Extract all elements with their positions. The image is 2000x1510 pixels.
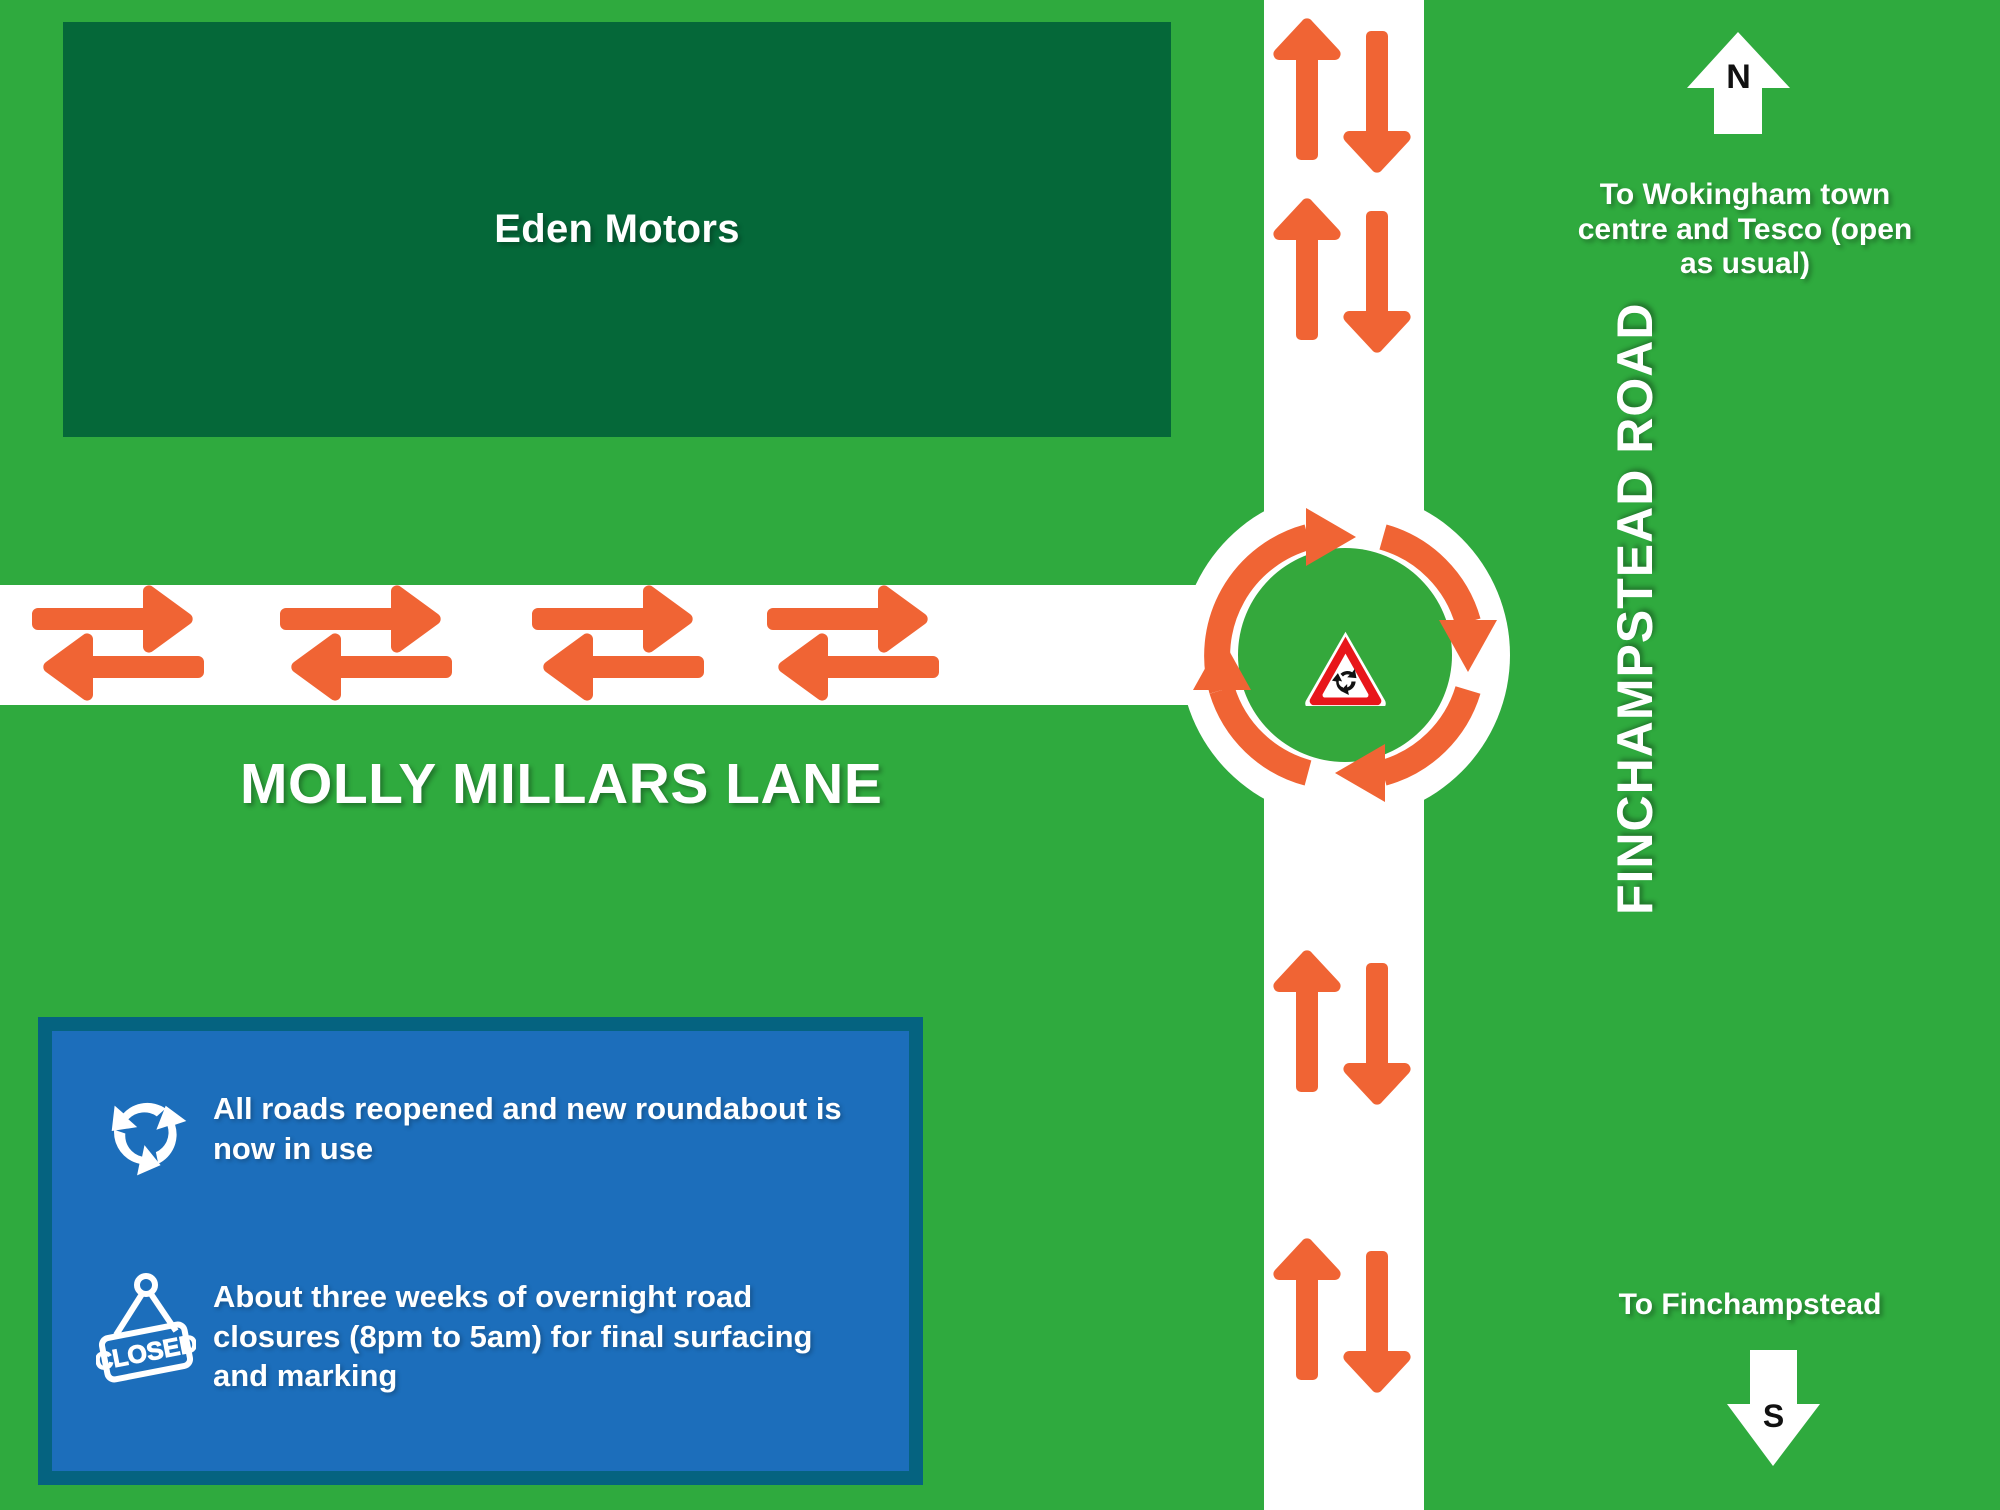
traffic-arrows-vertical-north-top <box>1273 18 1411 173</box>
traffic-arrows-vertical-south-lower <box>1273 1238 1411 1393</box>
closed-sign-icon: CLOSED <box>88 1273 203 1383</box>
roundabout-circulation-icon <box>88 1085 203 1183</box>
compass-north-letter: N <box>1726 58 1751 96</box>
traffic-arrows-horizontal <box>32 585 939 701</box>
building-label: Eden Motors <box>494 207 740 251</box>
traffic-arrows-vertical-south-upper <box>1273 950 1411 1105</box>
compass-south-arrow: S <box>1726 1348 1821 1468</box>
compass-south-letter: S <box>1762 1398 1785 1434</box>
road-label-molly-millars: MOLLY MILLARS LANE <box>240 752 883 816</box>
info-panel: All roads reopened and new roundabout is… <box>38 1017 923 1485</box>
roundabout-circulation-arrows <box>1193 508 1497 802</box>
compass-north-arrow: N <box>1686 30 1791 135</box>
roundabout-warning-sign-icon <box>1305 631 1386 706</box>
info-item: All roads reopened and new roundabout is… <box>88 1085 858 1183</box>
info-item-text: About three weeks of overnight road clos… <box>213 1279 813 1394</box>
info-item-text: All roads reopened and new roundabout is… <box>213 1091 842 1166</box>
building-eden-motors: Eden Motors <box>63 22 1171 437</box>
road-label-finchampstead: FINCHAMPSTEAD ROAD <box>1607 302 1663 915</box>
destination-label-south: To Finchampstead <box>1618 1288 1882 1321</box>
traffic-arrows-vertical-north-lower <box>1273 198 1411 353</box>
destination-label-north: To Wokingham town centre and Tesco (open… <box>1577 178 1913 280</box>
info-item: CLOSED About three weeks of overnight ro… <box>88 1273 858 1396</box>
info-panel-body <box>52 1031 909 1471</box>
